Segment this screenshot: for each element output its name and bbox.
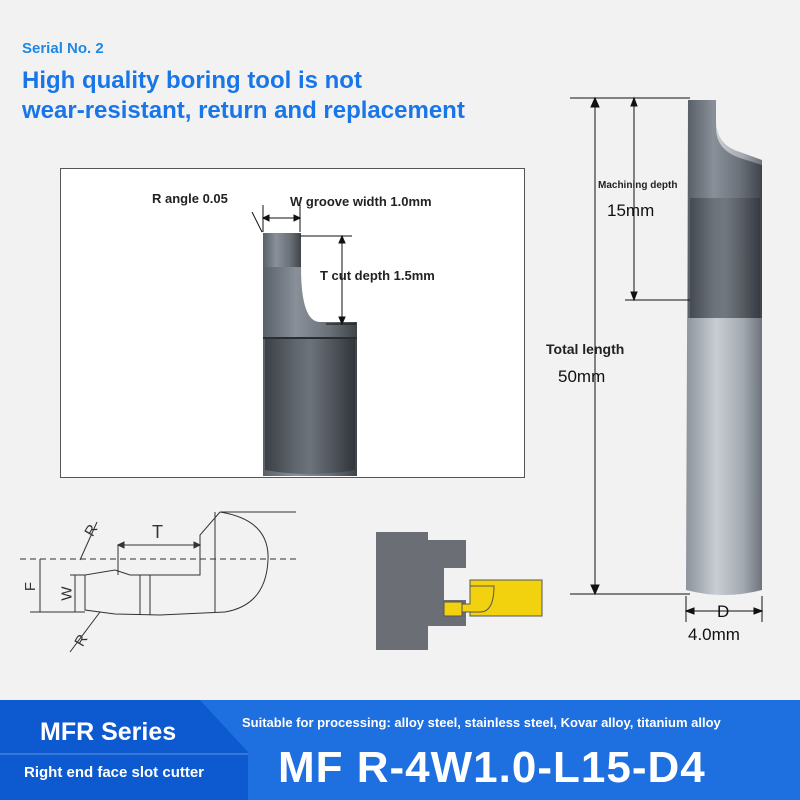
cut-depth-label: T cut depth 1.5mm [320,268,435,283]
serial-number: Serial No. 2 [22,40,104,57]
tool-schematic [20,511,300,653]
total-length-value: 50mm [558,367,606,386]
schematic-label-w: W [58,586,76,601]
r-angle-label: R angle 0.05 [152,191,228,206]
machining-depth-value: 15mm [607,201,655,220]
diameter-value: 4.0mm [688,625,740,644]
full-tool-dimension-lines [570,96,764,622]
detail-tool-image [263,233,357,476]
schematic-label-t: T [152,522,163,542]
schematic-label-f: F [22,581,40,592]
suitable-materials: Suitable for processing: alloy steel, st… [242,715,721,730]
detail-dimension-lines [251,205,356,326]
headline-line-1: High quality boring tool is not [22,67,362,94]
headline: High quality boring tool is not wear-res… [22,66,465,126]
series-subtitle: Right end face slot cutter [24,764,205,781]
model-number: MF R-4W1.0-L15-D4 [278,743,706,792]
machining-depth-label: Machining depth [598,180,678,191]
groove-width-label: W groove width 1.0mm [290,194,432,209]
diameter-label: D [717,602,730,621]
total-length-label: Total length [546,341,625,357]
series-title: MFR Series [40,718,177,746]
full-tool-image [686,100,762,595]
footer-background [0,700,800,800]
headline-line-2: wear-resistant, return and replacement [22,97,465,124]
application-illustration [376,532,543,650]
